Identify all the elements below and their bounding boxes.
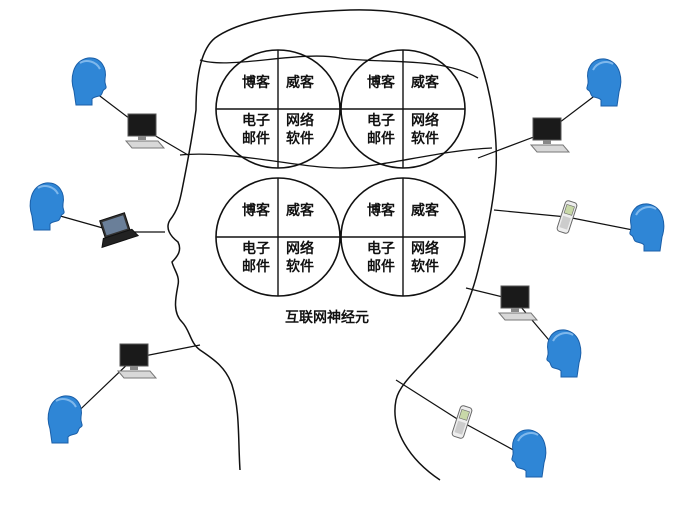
neuron-1: 博客威客电子邮件网络软件 [215,49,341,169]
user-connection-6 [465,285,582,378]
neuron-cell-label: 电子邮件 [367,240,395,275]
user-connection-5 [493,200,665,252]
user-head-icon [629,203,665,252]
neuron-cell-label: 威客 [286,74,315,91]
neuron-4: 博客威客电子邮件网络软件 [340,177,466,297]
user-head-icon [29,182,65,231]
neuron-cell-label: 博客 [367,202,396,219]
neuron-cell-label: 网络软件 [411,112,439,147]
neuron-3: 博客威客电子邮件网络软件 [215,177,341,297]
neuron-connector [199,55,479,79]
neuron-connector [179,147,493,169]
user-head-icon [586,58,622,107]
mobile-phone-icon [451,405,473,439]
user-connection-4 [477,58,622,159]
neuron-cell-label: 威客 [286,202,315,219]
desktop-computer-icon [529,117,571,153]
device-to-head-line [395,379,463,423]
head-outline [167,9,498,481]
neuron-cell-label: 博客 [367,74,396,91]
neuron-cell-label: 威客 [411,74,440,91]
user-head-icon [47,395,83,444]
user-head-icon [546,329,582,378]
neuron-cell-label: 网络软件 [286,240,314,275]
neuron-cell-label: 博客 [242,202,271,219]
user-head-icon [511,429,547,478]
neuron-cell-label: 博客 [242,74,271,91]
neuron-cell-label: 网络软件 [286,112,314,147]
user-head-icon [71,57,107,106]
desktop-computer-icon [116,343,158,379]
desktop-computer-icon [497,285,539,321]
neuron-2: 博客威客电子邮件网络软件 [340,49,466,169]
mobile-phone-icon [556,200,578,234]
neuron-cell-label: 电子邮件 [242,240,270,275]
user-connection-1 [71,57,189,156]
neuron-cell-label: 威客 [411,202,440,219]
user-connection-2 [29,182,165,249]
desktop-computer-icon [124,113,166,149]
user-connection-3 [47,343,201,444]
laptop-icon [99,212,140,249]
device-to-head-line [493,209,568,218]
diagram-caption: 互联网神经元 [285,309,369,326]
neuron-cell-label: 电子邮件 [367,112,395,147]
neuron-cell-label: 电子邮件 [242,112,270,147]
neuron-connectors [179,55,493,169]
neuron-cell-label: 网络软件 [411,240,439,275]
user-connection-7 [395,379,547,478]
